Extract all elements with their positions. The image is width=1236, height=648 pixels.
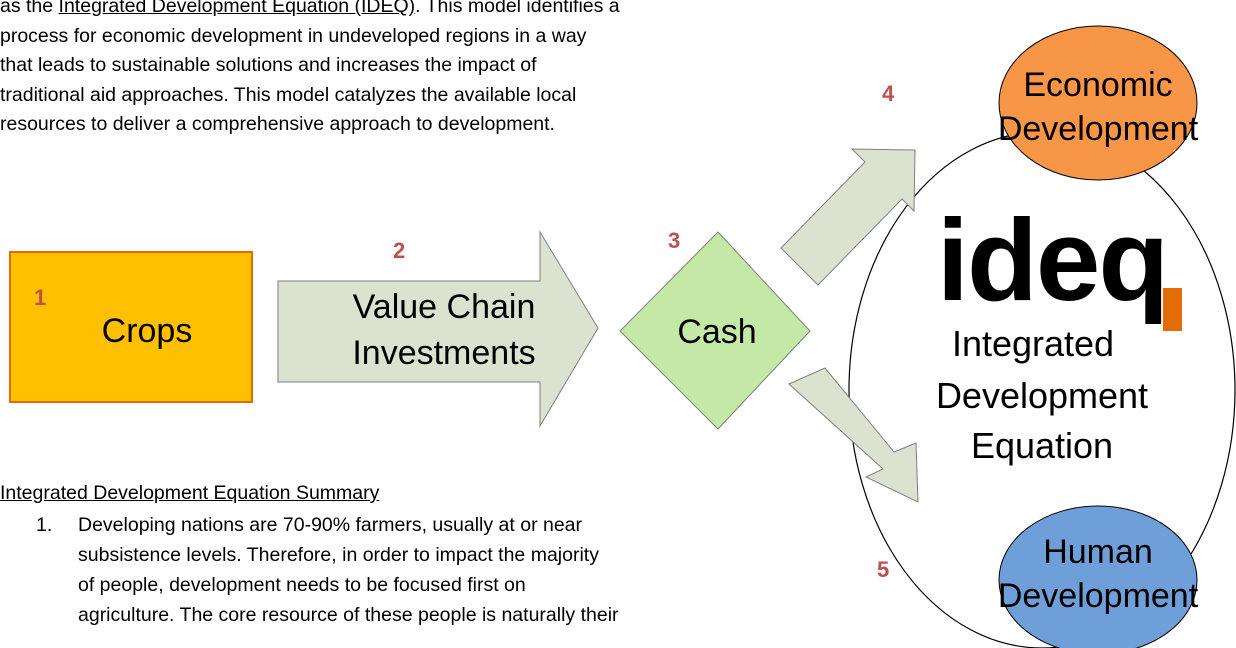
value-chain-label-1: Value Chain xyxy=(353,288,536,326)
summary-item: 1. Developing nations are 70-90% farmers… xyxy=(36,510,619,630)
crops-box xyxy=(9,251,253,403)
arrow-to-human xyxy=(788,367,919,503)
logo-caption-2: Development xyxy=(936,375,1148,416)
arrow-to-economic xyxy=(780,148,916,286)
human-development-ellipse xyxy=(998,505,1198,648)
summary-item-line: of people, development needs to be focus… xyxy=(78,574,526,596)
summary-item-line: subsistence levels. Therefore, in order … xyxy=(78,544,599,566)
logo-caption-1: Integrated xyxy=(952,323,1114,364)
intro-line-3: that leads to sustainable solutions and … xyxy=(0,54,537,76)
logo-caption-3: Equation xyxy=(971,425,1113,466)
intro-line-1-end: . This model identifies a xyxy=(415,0,620,17)
summary-item-number: 1. xyxy=(36,514,53,536)
ideq-logo: ideq xyxy=(937,195,1167,325)
value-chain-number: 2 xyxy=(393,238,405,263)
value-chain-label-2: Investments xyxy=(352,334,535,372)
summary-title: Integrated Development Equation Summary xyxy=(0,482,380,504)
intro-line-1-start: as the xyxy=(0,0,59,17)
economic-label-2: Development xyxy=(998,110,1199,148)
economic-development-ellipse xyxy=(998,25,1198,181)
human-label-1: Human xyxy=(1043,533,1153,571)
intro-line-1: as the Integrated Development Equation (… xyxy=(0,0,900,22)
intro-line-5: resources to deliver a comprehensive app… xyxy=(0,113,555,135)
crops-label: Crops xyxy=(102,312,193,350)
summary-item-body: Developing nations are 70-90% farmers, u… xyxy=(78,510,619,630)
economic-label-1: Economic xyxy=(1023,66,1172,104)
intro-paragraph: as the Integrated Development Equation (… xyxy=(0,0,900,140)
intro-line-4: traditional aid approaches. This model c… xyxy=(0,83,577,106)
crops-number: 1 xyxy=(34,285,46,310)
intro-line-2: process for economic development in unde… xyxy=(0,24,587,47)
cash-number: 3 xyxy=(668,228,680,253)
cash-diamond xyxy=(619,231,811,430)
summary-list: 1. Developing nations are 70-90% farmers… xyxy=(36,510,619,630)
economic-number: 4 xyxy=(882,81,895,106)
ideq-link-text: Integrated Development Equation (IDEQ) xyxy=(58,0,416,17)
cash-label: Cash xyxy=(677,313,756,351)
human-label-2: Development xyxy=(998,577,1199,615)
summary-item-line: agriculture. The core resource of these … xyxy=(78,604,619,626)
human-number: 5 xyxy=(877,557,889,582)
logo-accent-mark xyxy=(1163,288,1182,331)
summary-item-line: Developing nations are 70-90% farmers, u… xyxy=(78,514,583,536)
value-chain-arrow xyxy=(277,230,599,428)
